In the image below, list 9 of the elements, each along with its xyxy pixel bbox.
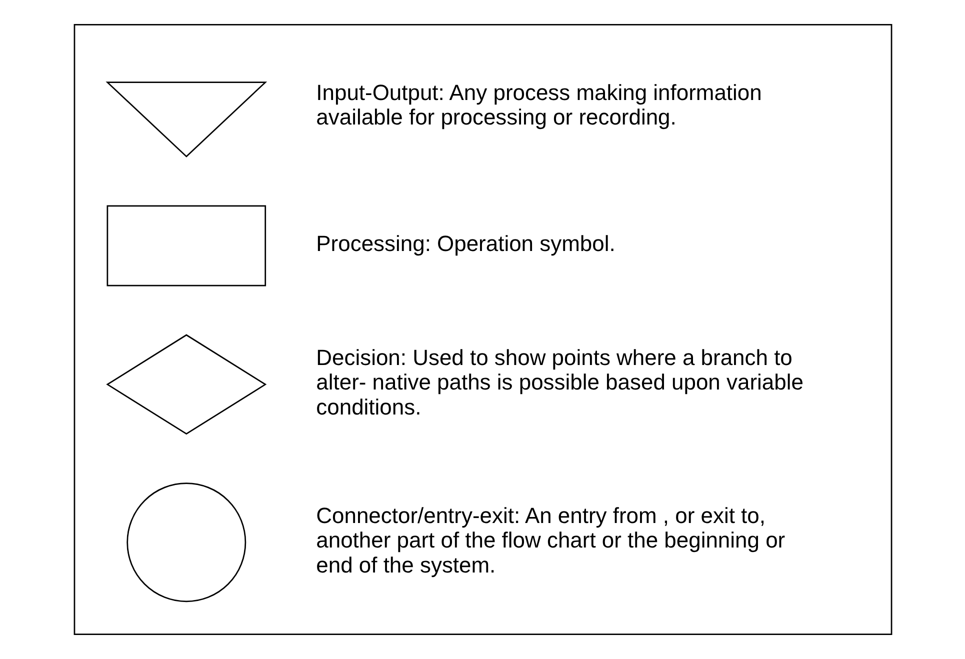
- node-label: Input-Output: Any process making information available for processing or recording.: [316, 80, 762, 130]
- node-label: Connector/entry-exit: An entry from , or exit to, another part of the flow chart or the beginning or end of the system.: [316, 502, 785, 578]
- node-triangle: [105, 82, 267, 158]
- node-diamond: [106, 334, 266, 435]
- node-label: Decision: Used to show points where a branch to alter- native paths is possible based upon variable conditions.: [316, 344, 803, 420]
- node-box: [106, 205, 266, 286]
- node-circle: [126, 482, 246, 602]
- node-label: Processing: Operation symbol.: [316, 230, 615, 256]
- cluster: [73, 24, 892, 636]
